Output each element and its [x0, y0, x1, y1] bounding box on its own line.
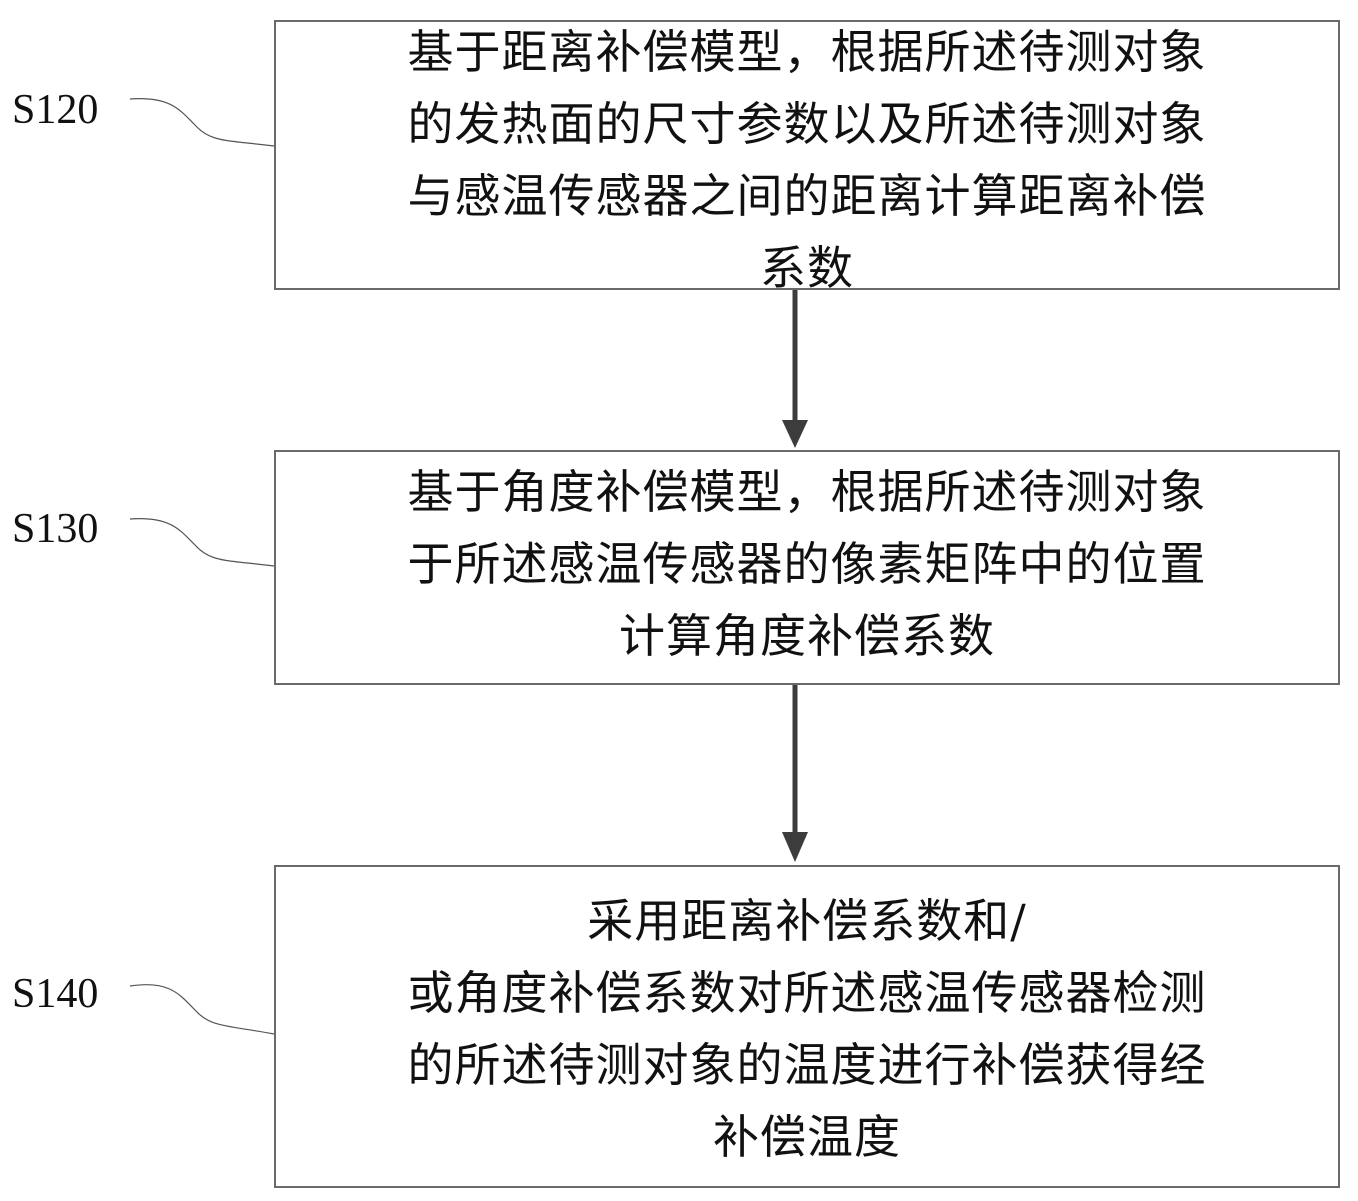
step-label-s130: S130 — [12, 506, 99, 552]
step-text-s120: 基于距离补偿模型，根据所述待测对象 的发热面的尺寸参数以及所述待测对象 与感温传… — [307, 16, 1307, 304]
text-line: 基于距离补偿模型，根据所述待测对象 — [407, 25, 1207, 79]
text-line: 的发热面的尺寸参数以及所述待测对象 — [407, 97, 1207, 151]
text-line: 补偿温度 — [713, 1110, 901, 1164]
arrow-head-2 — [782, 832, 808, 862]
text-line: 的所述待测对象的温度进行补偿获得经 — [407, 1038, 1207, 1092]
text-line: 或角度补偿系数对所述感温传感器检测 — [407, 966, 1207, 1020]
step-box-s140: 采用距离补偿系数和/ 或角度补偿系数对所述感温传感器检测 的所述待测对象的温度进… — [274, 865, 1340, 1188]
leader-line-s120 — [129, 98, 275, 147]
text-line: 基于角度补偿模型，根据所述待测对象 — [407, 465, 1207, 519]
text-line: 与感温传感器之间的距离计算距离补偿 — [407, 169, 1207, 223]
step-text-s140: 采用距离补偿系数和/ 或角度补偿系数对所述感温传感器检测 的所述待测对象的温度进… — [307, 885, 1307, 1173]
leader-line-s130 — [129, 518, 275, 567]
text-line: 于所述感温传感器的像素矩阵中的位置 — [407, 537, 1207, 591]
step-label-s140: S140 — [12, 971, 99, 1017]
step-box-s130: 基于角度补偿模型，根据所述待测对象 于所述感温传感器的像素矩阵中的位置 计算角度… — [274, 450, 1340, 685]
step-label-s120: S120 — [12, 87, 99, 133]
leader-line-s140 — [129, 984, 275, 1035]
text-line: 系数 — [760, 241, 854, 295]
text-line: 计算角度补偿系数 — [619, 609, 995, 663]
step-text-s130: 基于角度补偿模型，根据所述待测对象 于所述感温传感器的像素矩阵中的位置 计算角度… — [307, 456, 1307, 672]
arrow-head-1 — [782, 420, 808, 448]
step-box-s120: 基于距离补偿模型，根据所述待测对象 的发热面的尺寸参数以及所述待测对象 与感温传… — [274, 20, 1340, 295]
text-line: 采用距离补偿系数和/ — [587, 894, 1027, 948]
